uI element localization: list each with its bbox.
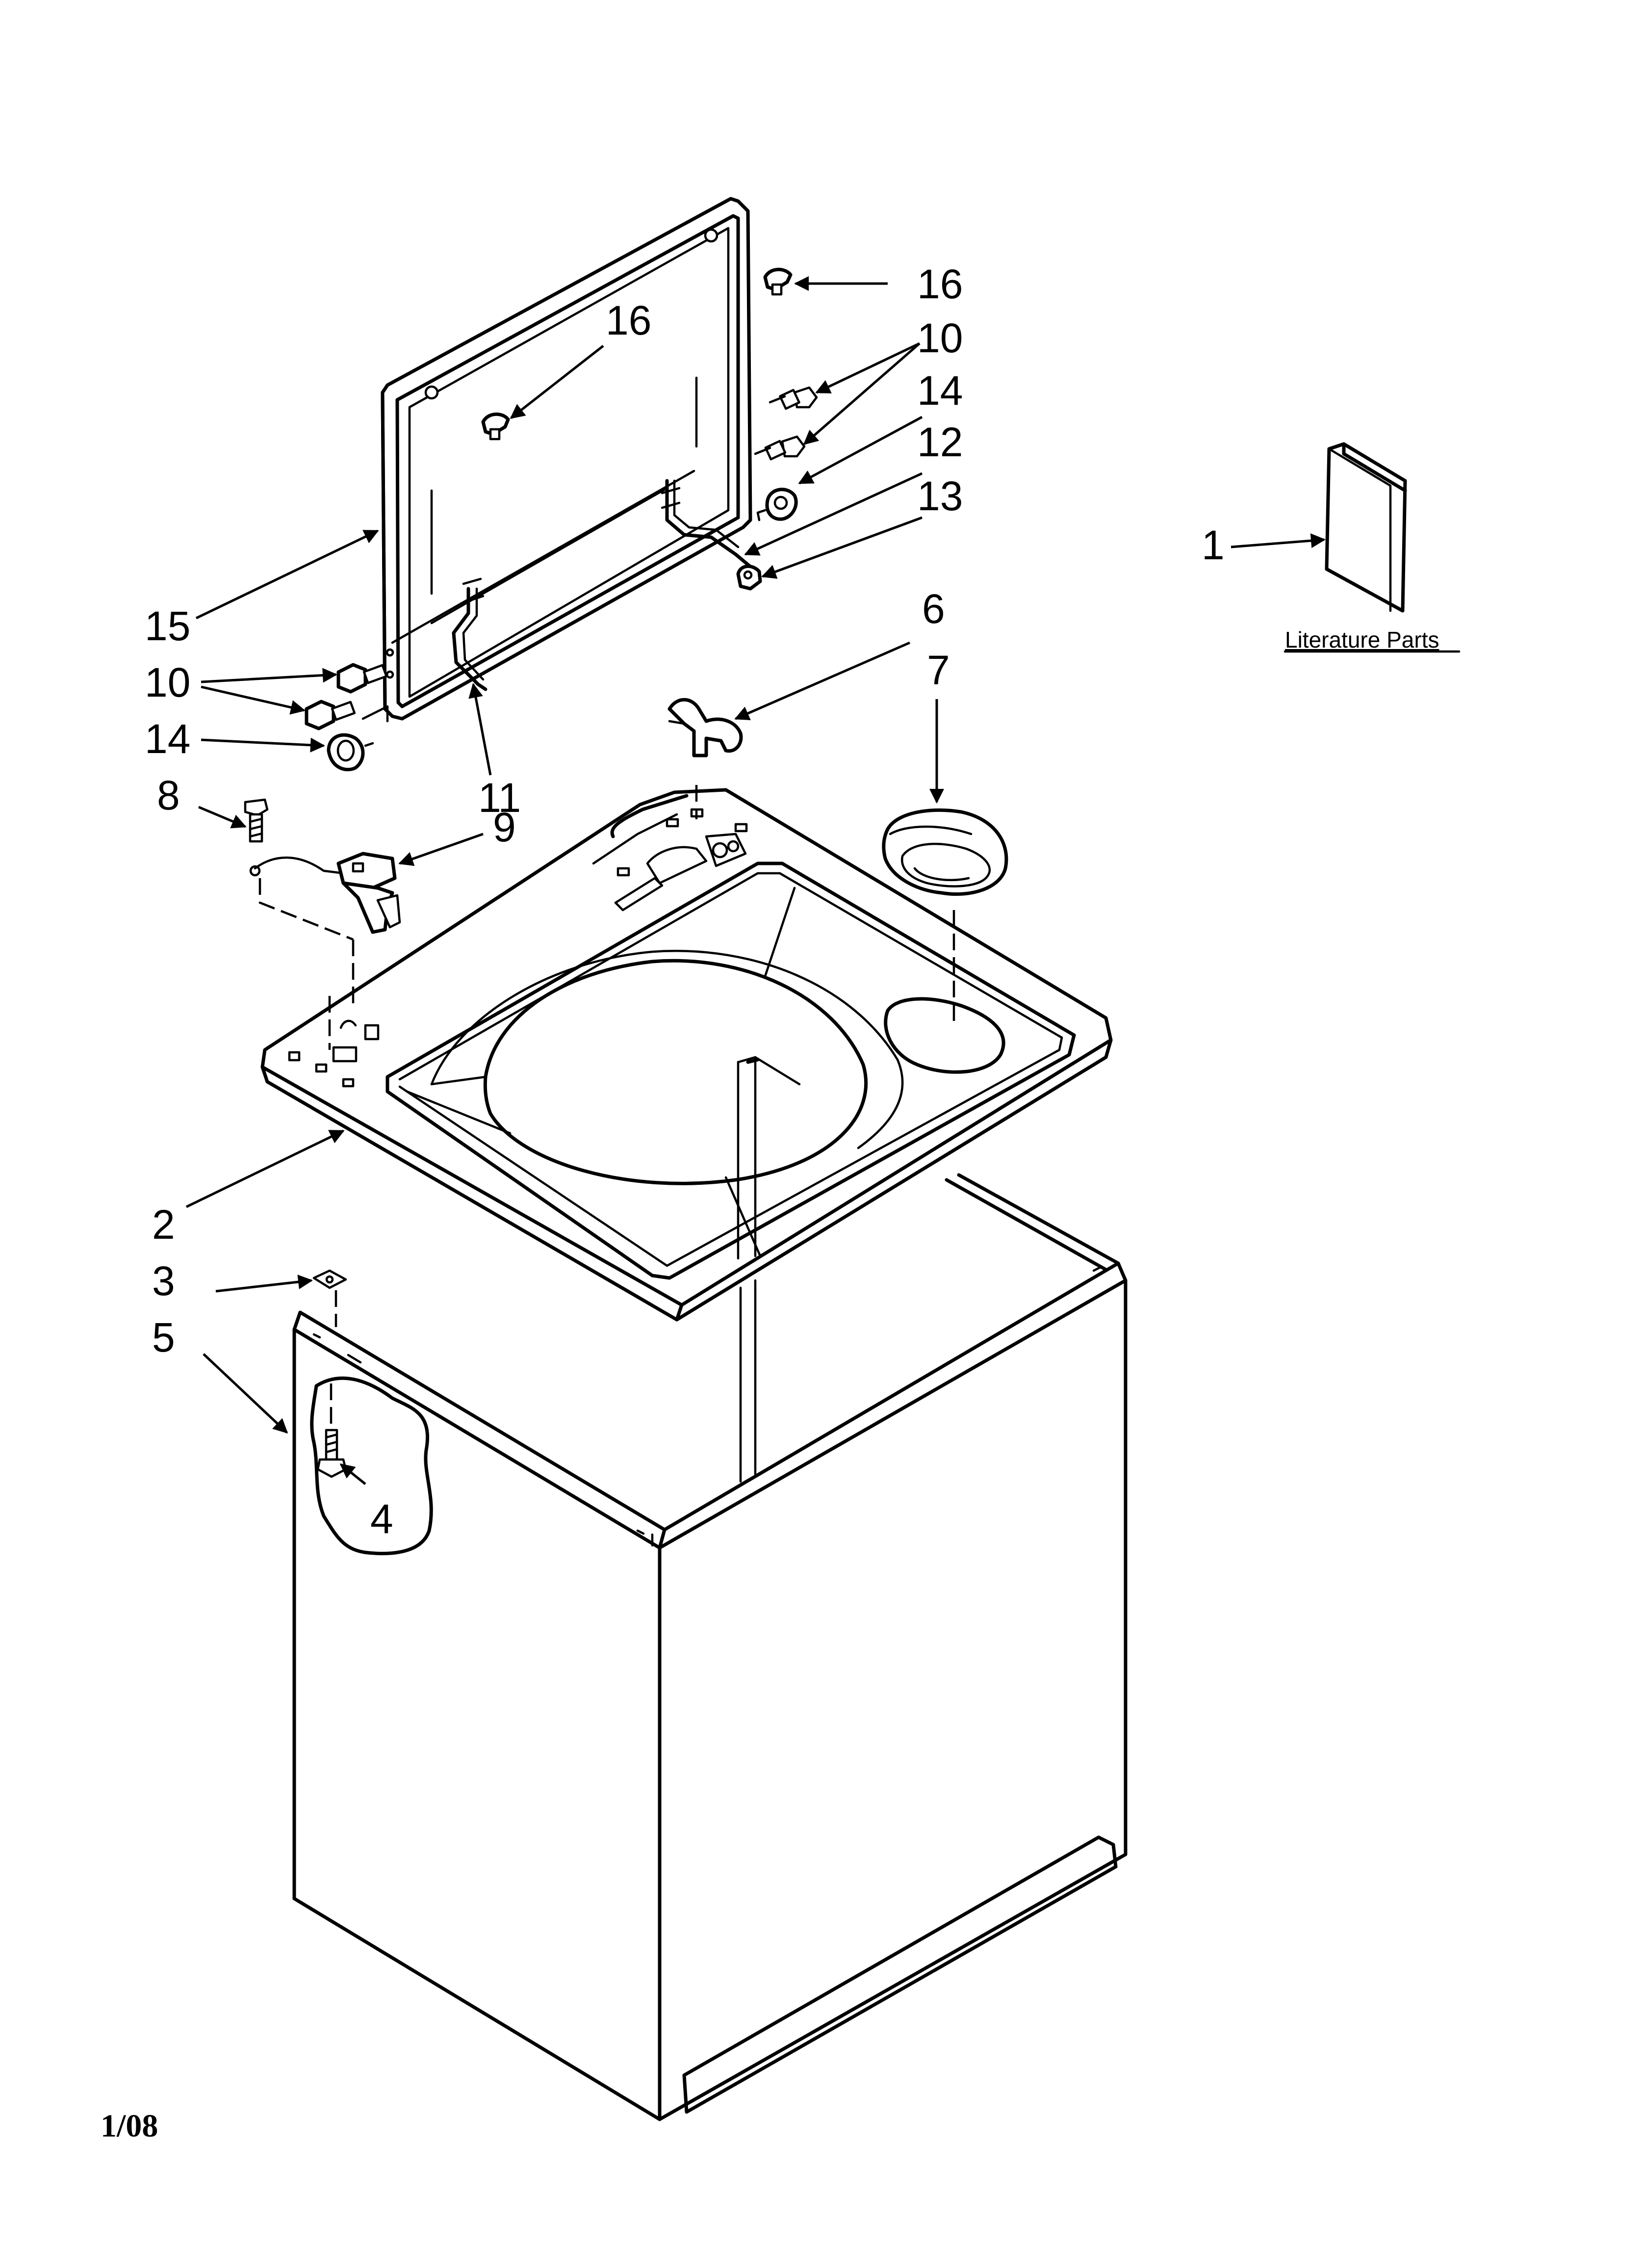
callout-2: 2 (152, 1201, 175, 1248)
washer-top-part (260, 785, 1113, 1322)
lid-spring-clip-part (667, 698, 743, 757)
callout-1: 1 (1202, 522, 1225, 568)
callout-8: 8 (157, 772, 180, 818)
callout-12: 12 (917, 419, 963, 465)
callout-4: 4 (370, 1496, 393, 1542)
callout-labels: 16 16 10 14 12 13 1 Literature Parts 15 … (101, 261, 1461, 2144)
literature-parts-label: Literature Parts (1285, 627, 1439, 652)
callout-leaders (185, 276, 1326, 1485)
lid-part (361, 197, 752, 723)
literature-parts-booklet (1325, 442, 1407, 613)
callout-10-left: 10 (145, 659, 190, 705)
callout-3: 3 (152, 1258, 175, 1304)
callout-9: 9 (493, 804, 516, 850)
small-hardware-parts (305, 267, 818, 772)
callout-13: 13 (917, 473, 963, 519)
date-code: 1/08 (101, 2108, 158, 2144)
callout-16-left: 16 (606, 297, 651, 343)
clip-part (312, 1269, 347, 1327)
callout-15: 15 (145, 603, 190, 649)
callout-14-left: 14 (145, 716, 190, 762)
callout-6: 6 (922, 586, 945, 632)
dispenser-cup-part (882, 808, 1008, 896)
callout-16-right: 16 (917, 261, 963, 307)
cabinet-part (292, 1173, 1128, 2121)
callout-11: 11 (478, 775, 521, 821)
callout-7: 7 (927, 647, 950, 693)
callout-14-right: 14 (917, 367, 963, 414)
lid-switch-part (244, 798, 401, 941)
callout-10-right: 10 (917, 315, 963, 361)
callout-5: 5 (152, 1314, 175, 1360)
